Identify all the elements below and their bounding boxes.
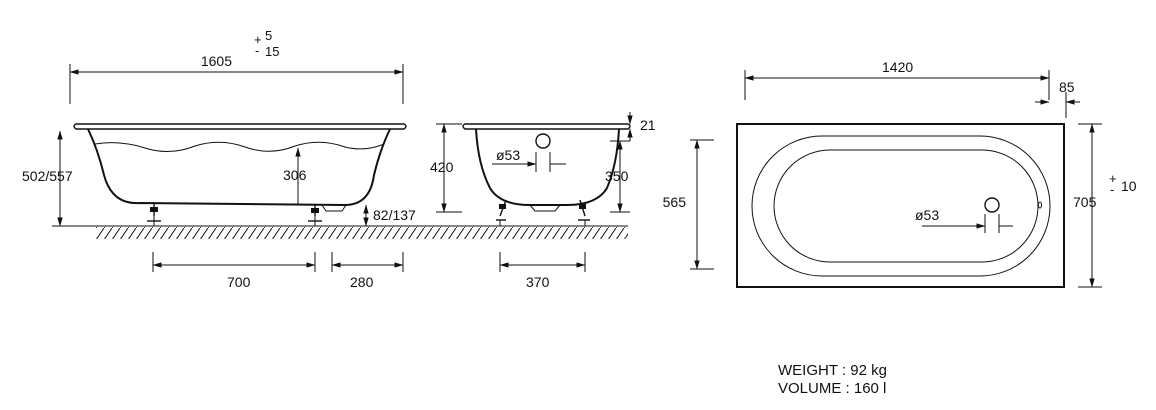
- tol-minus-value: 15: [265, 44, 279, 59]
- depth-inner-label: 306: [283, 167, 307, 183]
- side-height-label: 420: [430, 159, 454, 175]
- plan-tol-value: 10: [1121, 178, 1137, 194]
- side-drain-label: ø53: [496, 147, 520, 163]
- tol-minus-sign: -: [255, 43, 259, 58]
- side-drain: [529, 204, 561, 212]
- plan-edge-label: 85: [1059, 79, 1075, 95]
- front-drain: [321, 204, 347, 212]
- foot-offset-label: 280: [350, 274, 374, 290]
- feet-spacing-label: 700: [227, 274, 251, 290]
- side-drain-hole: [535, 133, 551, 149]
- weight-spec: WEIGHT : 92 kg: [778, 362, 887, 379]
- tol-plus-sign: +: [254, 32, 262, 47]
- foot-height-label: 82/137: [373, 207, 416, 223]
- side-foot-left: [496, 199, 507, 226]
- plan-overflow: [1037, 201, 1043, 209]
- plan-tol-plus-sign: +: [1109, 171, 1117, 186]
- front-water-line: [94, 141, 385, 152]
- tol-plus-value: 5: [265, 28, 272, 43]
- height-total-label: 502/557: [22, 168, 73, 184]
- volume-spec: VOLUME : 160 l: [778, 380, 887, 397]
- side-rim: [462, 123, 631, 130]
- front-foot-right: [308, 205, 322, 226]
- length-total-label: 1605: [201, 53, 232, 69]
- side-foot-right: [578, 199, 590, 226]
- plan-drain-label: ø53: [915, 207, 939, 223]
- plan-outer-rim: [736, 123, 1065, 288]
- plan-inner-width-label: 565: [663, 194, 687, 210]
- plan-total-width-label: 705: [1073, 194, 1097, 210]
- rim-thickness-label: 21: [640, 117, 656, 133]
- plan-drain-hole: [984, 197, 1000, 213]
- plan-inner-basin: [751, 135, 1051, 277]
- front-foot-left: [147, 204, 161, 226]
- front-rim: [73, 123, 407, 130]
- side-body: [475, 128, 620, 206]
- plan-view: 1420 85 565 705 + - 10 ø53: [663, 59, 1137, 288]
- plan-tol-minus-sign: -: [1110, 182, 1114, 197]
- side-view: ø53 420 21 350 370: [430, 112, 656, 290]
- side-feet-spacing-label: 370: [526, 274, 550, 290]
- plan-inner-length-label: 1420: [882, 59, 913, 75]
- front-view: 1605 + 5 - 15 502/557 306 82/137 700 280: [22, 28, 628, 290]
- front-body: [87, 128, 391, 207]
- floor-hatch: [96, 227, 628, 239]
- side-inner-label: 350: [605, 168, 629, 184]
